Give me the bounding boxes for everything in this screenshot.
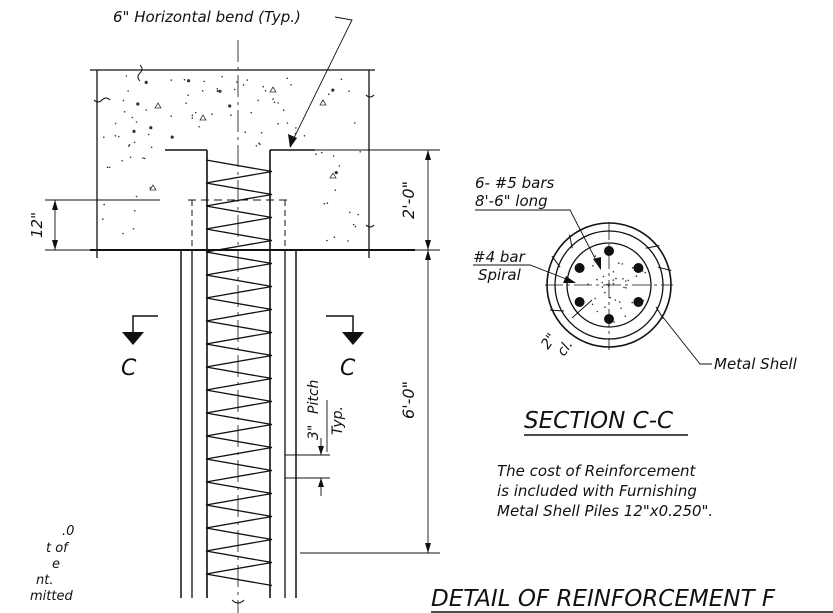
section-marker-right-label: C (340, 356, 356, 381)
horizontal-bend-leader (289, 16, 353, 147)
section-marker-left (122, 315, 158, 345)
bars-arrowhead (593, 257, 601, 270)
left-note-line3: e (52, 557, 60, 572)
horizontal-bend-label: 6" Horizontal bend (Typ.) (113, 8, 301, 26)
left-note-line1: .0 (62, 524, 74, 539)
section-title: SECTION C-C (524, 408, 673, 434)
down-arrow-icon (342, 332, 364, 345)
pitch-number: 3" (306, 425, 322, 440)
left-note-line4: nt. (36, 573, 53, 588)
main-bars (165, 149, 315, 598)
down-arrow-icon (122, 332, 144, 345)
spiral-reinforcement (205, 159, 273, 587)
spiral-arrowhead (563, 276, 576, 283)
bars-label-line2: 8'-6" long (475, 192, 548, 210)
section-marker-left-label: C (121, 356, 137, 381)
left-note-line5: mitted (30, 589, 73, 604)
dim-12-label: 12" (28, 212, 46, 238)
horizontal-bend-arrowhead (288, 134, 297, 148)
bars-label-line1: 6- #5 bars (475, 174, 554, 192)
section-marker-right (326, 315, 364, 345)
dim-6-0-label: 6'-0" (399, 381, 418, 419)
bars-leader (475, 209, 601, 269)
spiral-leader (473, 264, 575, 283)
left-note-line2: t of (46, 541, 70, 556)
pile-shell (180, 199, 297, 598)
section-stipple (576, 255, 646, 323)
dim-2-0-label: 2'-0" (399, 181, 418, 219)
dim-right-lines (300, 149, 440, 554)
metal-shell-leader (661, 315, 712, 365)
rebar-dot (574, 297, 585, 307)
rebar-dot (574, 263, 585, 273)
note-line2: is included with Furnishing (497, 482, 697, 500)
cover-2-label: 2" (538, 331, 560, 353)
dim-12-inch (45, 199, 160, 251)
cover-leader (571, 299, 593, 319)
pile-break-mark (231, 599, 245, 604)
pitch-word: Pitch (306, 380, 322, 414)
pitch-dim (285, 400, 330, 496)
spiral-label-line2: Spiral (478, 266, 522, 284)
section-c-c-view (545, 222, 673, 350)
rebar-dot (604, 246, 614, 256)
rebar-dot (604, 314, 614, 324)
detail-title: DETAIL OF REINFORCEMENT F (431, 586, 776, 612)
rebar-dot (633, 297, 644, 307)
spiral-label-line1: #4 bar (473, 248, 526, 266)
pile-cap (90, 64, 415, 258)
metal-shell-label: Metal Shell (714, 355, 798, 373)
rebar-bars (574, 246, 644, 324)
pitch-typ: Typ. (330, 406, 346, 435)
cover-cl-label: cl. (554, 337, 576, 359)
rebar-dot (633, 263, 644, 273)
note-line3: Metal Shell Piles 12"x0.250". (497, 502, 713, 520)
note-line1: The cost of Reinforcement (497, 462, 697, 480)
concrete-stipple (102, 75, 362, 242)
